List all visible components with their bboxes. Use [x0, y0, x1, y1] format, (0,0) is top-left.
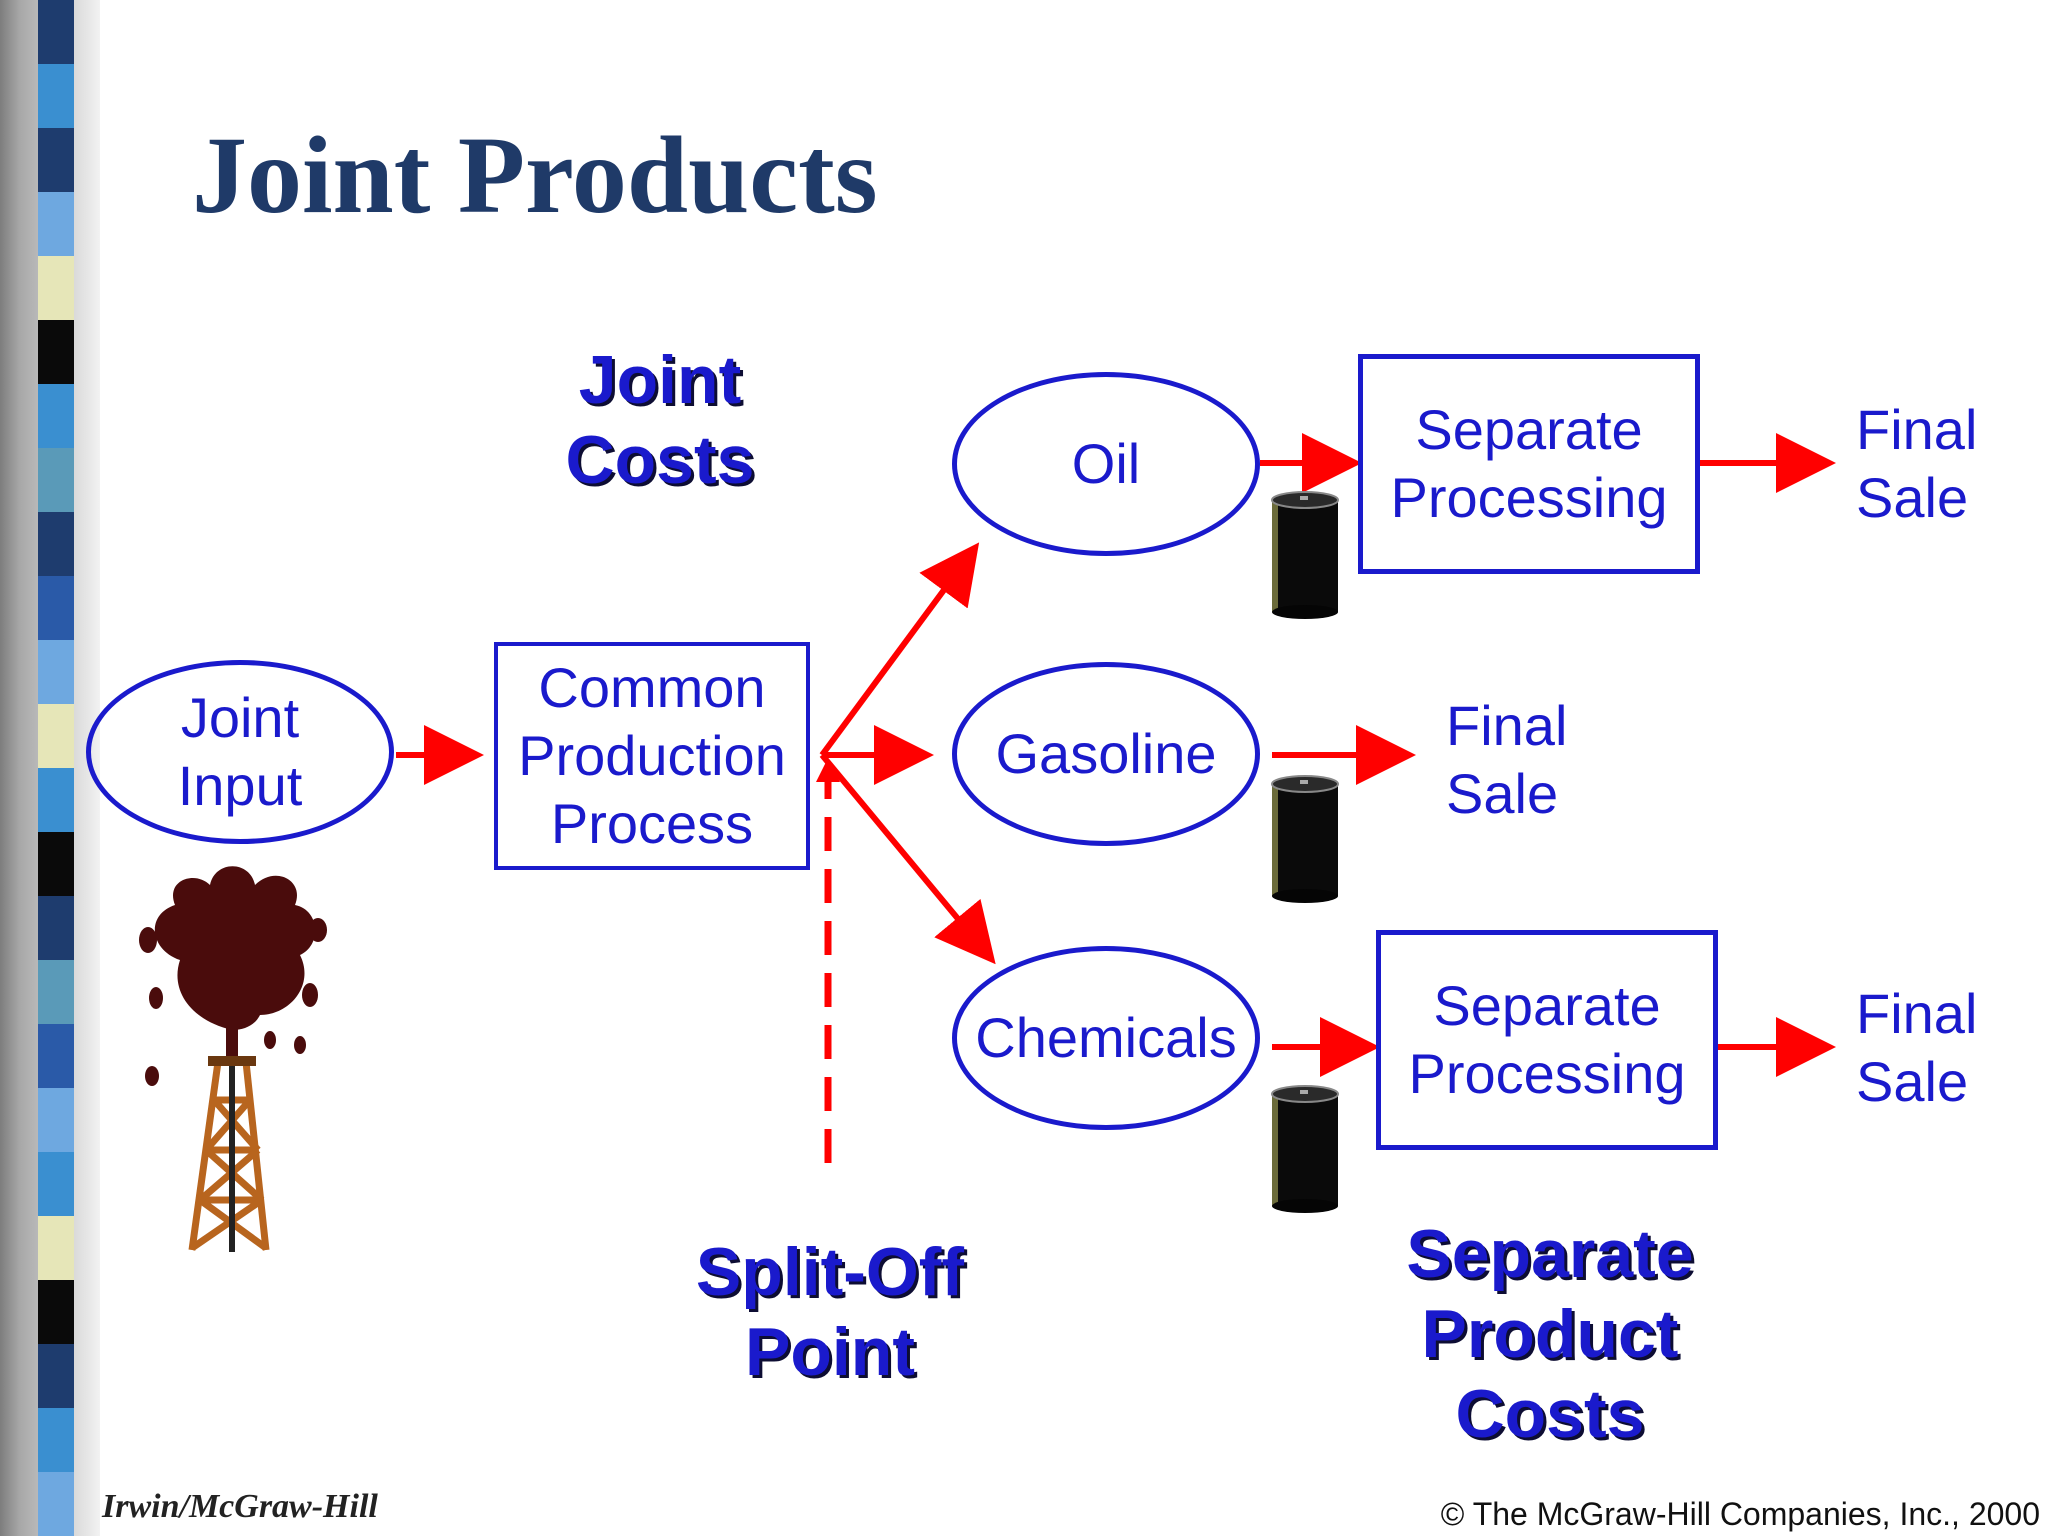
- stripe-segment: [38, 704, 74, 768]
- slide-title: Joint Products: [192, 114, 878, 236]
- chemicals-node: Chemicals: [952, 946, 1260, 1130]
- joint-input-label: Joint Input: [177, 686, 303, 817]
- footer-publisher: Irwin/McGraw-Hill: [102, 1488, 378, 1525]
- stripe-segment: [38, 1344, 74, 1408]
- stripe-segment: [38, 960, 74, 1024]
- stripe-segment: [38, 1152, 74, 1216]
- oil-barrel-icon-2: [1271, 775, 1339, 903]
- stripe-segment: [38, 1280, 74, 1344]
- split-off-point-label: Split-Off Point: [695, 1234, 965, 1390]
- separate-processing-label-1: Separate Processing: [1390, 398, 1668, 529]
- separate-product-costs-label: Separate Product Costs: [1406, 1216, 1694, 1452]
- separate-processing-label-2: Separate Processing: [1408, 974, 1686, 1105]
- stripe-segment: [38, 576, 74, 640]
- gasoline-label: Gasoline: [995, 722, 1217, 785]
- split-off-arrowhead: [816, 758, 840, 782]
- stripe-segment: [38, 512, 74, 576]
- stripe-segment: [38, 896, 74, 960]
- stripe-segment: [38, 64, 74, 128]
- stripe-segment: [38, 1408, 74, 1472]
- stripe-segment: [38, 256, 74, 320]
- stripe-segment: [38, 128, 74, 192]
- common-production-process-label: Common Production Process: [518, 656, 786, 855]
- stripe-segment: [38, 768, 74, 832]
- oil-barrel-icon-3: [1271, 1085, 1339, 1213]
- stripe-segment: [38, 320, 74, 384]
- final-sale-label-3: Final Sale: [1856, 982, 1978, 1113]
- decorative-side-strip: [0, 0, 100, 1536]
- joint-input-node: Joint Input: [86, 660, 394, 844]
- oil-node: Oil: [952, 372, 1260, 556]
- gasoline-node: Gasoline: [952, 662, 1260, 846]
- oil-label: Oil: [1071, 432, 1141, 495]
- separate-processing-node-1: Separate Processing: [1358, 354, 1700, 574]
- stripe-segment: [38, 640, 74, 704]
- stripe-segment: [38, 1472, 74, 1536]
- oil-barrel-icon-1: [1271, 491, 1339, 619]
- stripe-segment: [38, 1216, 74, 1280]
- common-production-process-node: Common Production Process: [494, 642, 810, 870]
- stripe-segment: [38, 384, 74, 448]
- stripe-segment: [38, 0, 74, 64]
- joint-costs-label: Joint Costs: [565, 342, 755, 498]
- stripe-segment: [38, 1024, 74, 1088]
- stripe-segment: [38, 832, 74, 896]
- stripe-segment: [38, 1088, 74, 1152]
- stripe-segment: [38, 192, 74, 256]
- footer-copyright: © The McGraw-Hill Companies, Inc., 2000: [1440, 1496, 2040, 1532]
- arrow-process-to-oil: [819, 542, 980, 757]
- arrow-process-to-chemicals: [819, 753, 996, 965]
- stripe-segment: [38, 448, 74, 512]
- final-sale-label-2: Final Sale: [1446, 694, 1568, 825]
- separate-processing-node-2: Separate Processing: [1376, 930, 1718, 1150]
- chemicals-label: Chemicals: [975, 1006, 1237, 1069]
- final-sale-label-1: Final Sale: [1856, 398, 1978, 529]
- stripe-column: [38, 0, 74, 1536]
